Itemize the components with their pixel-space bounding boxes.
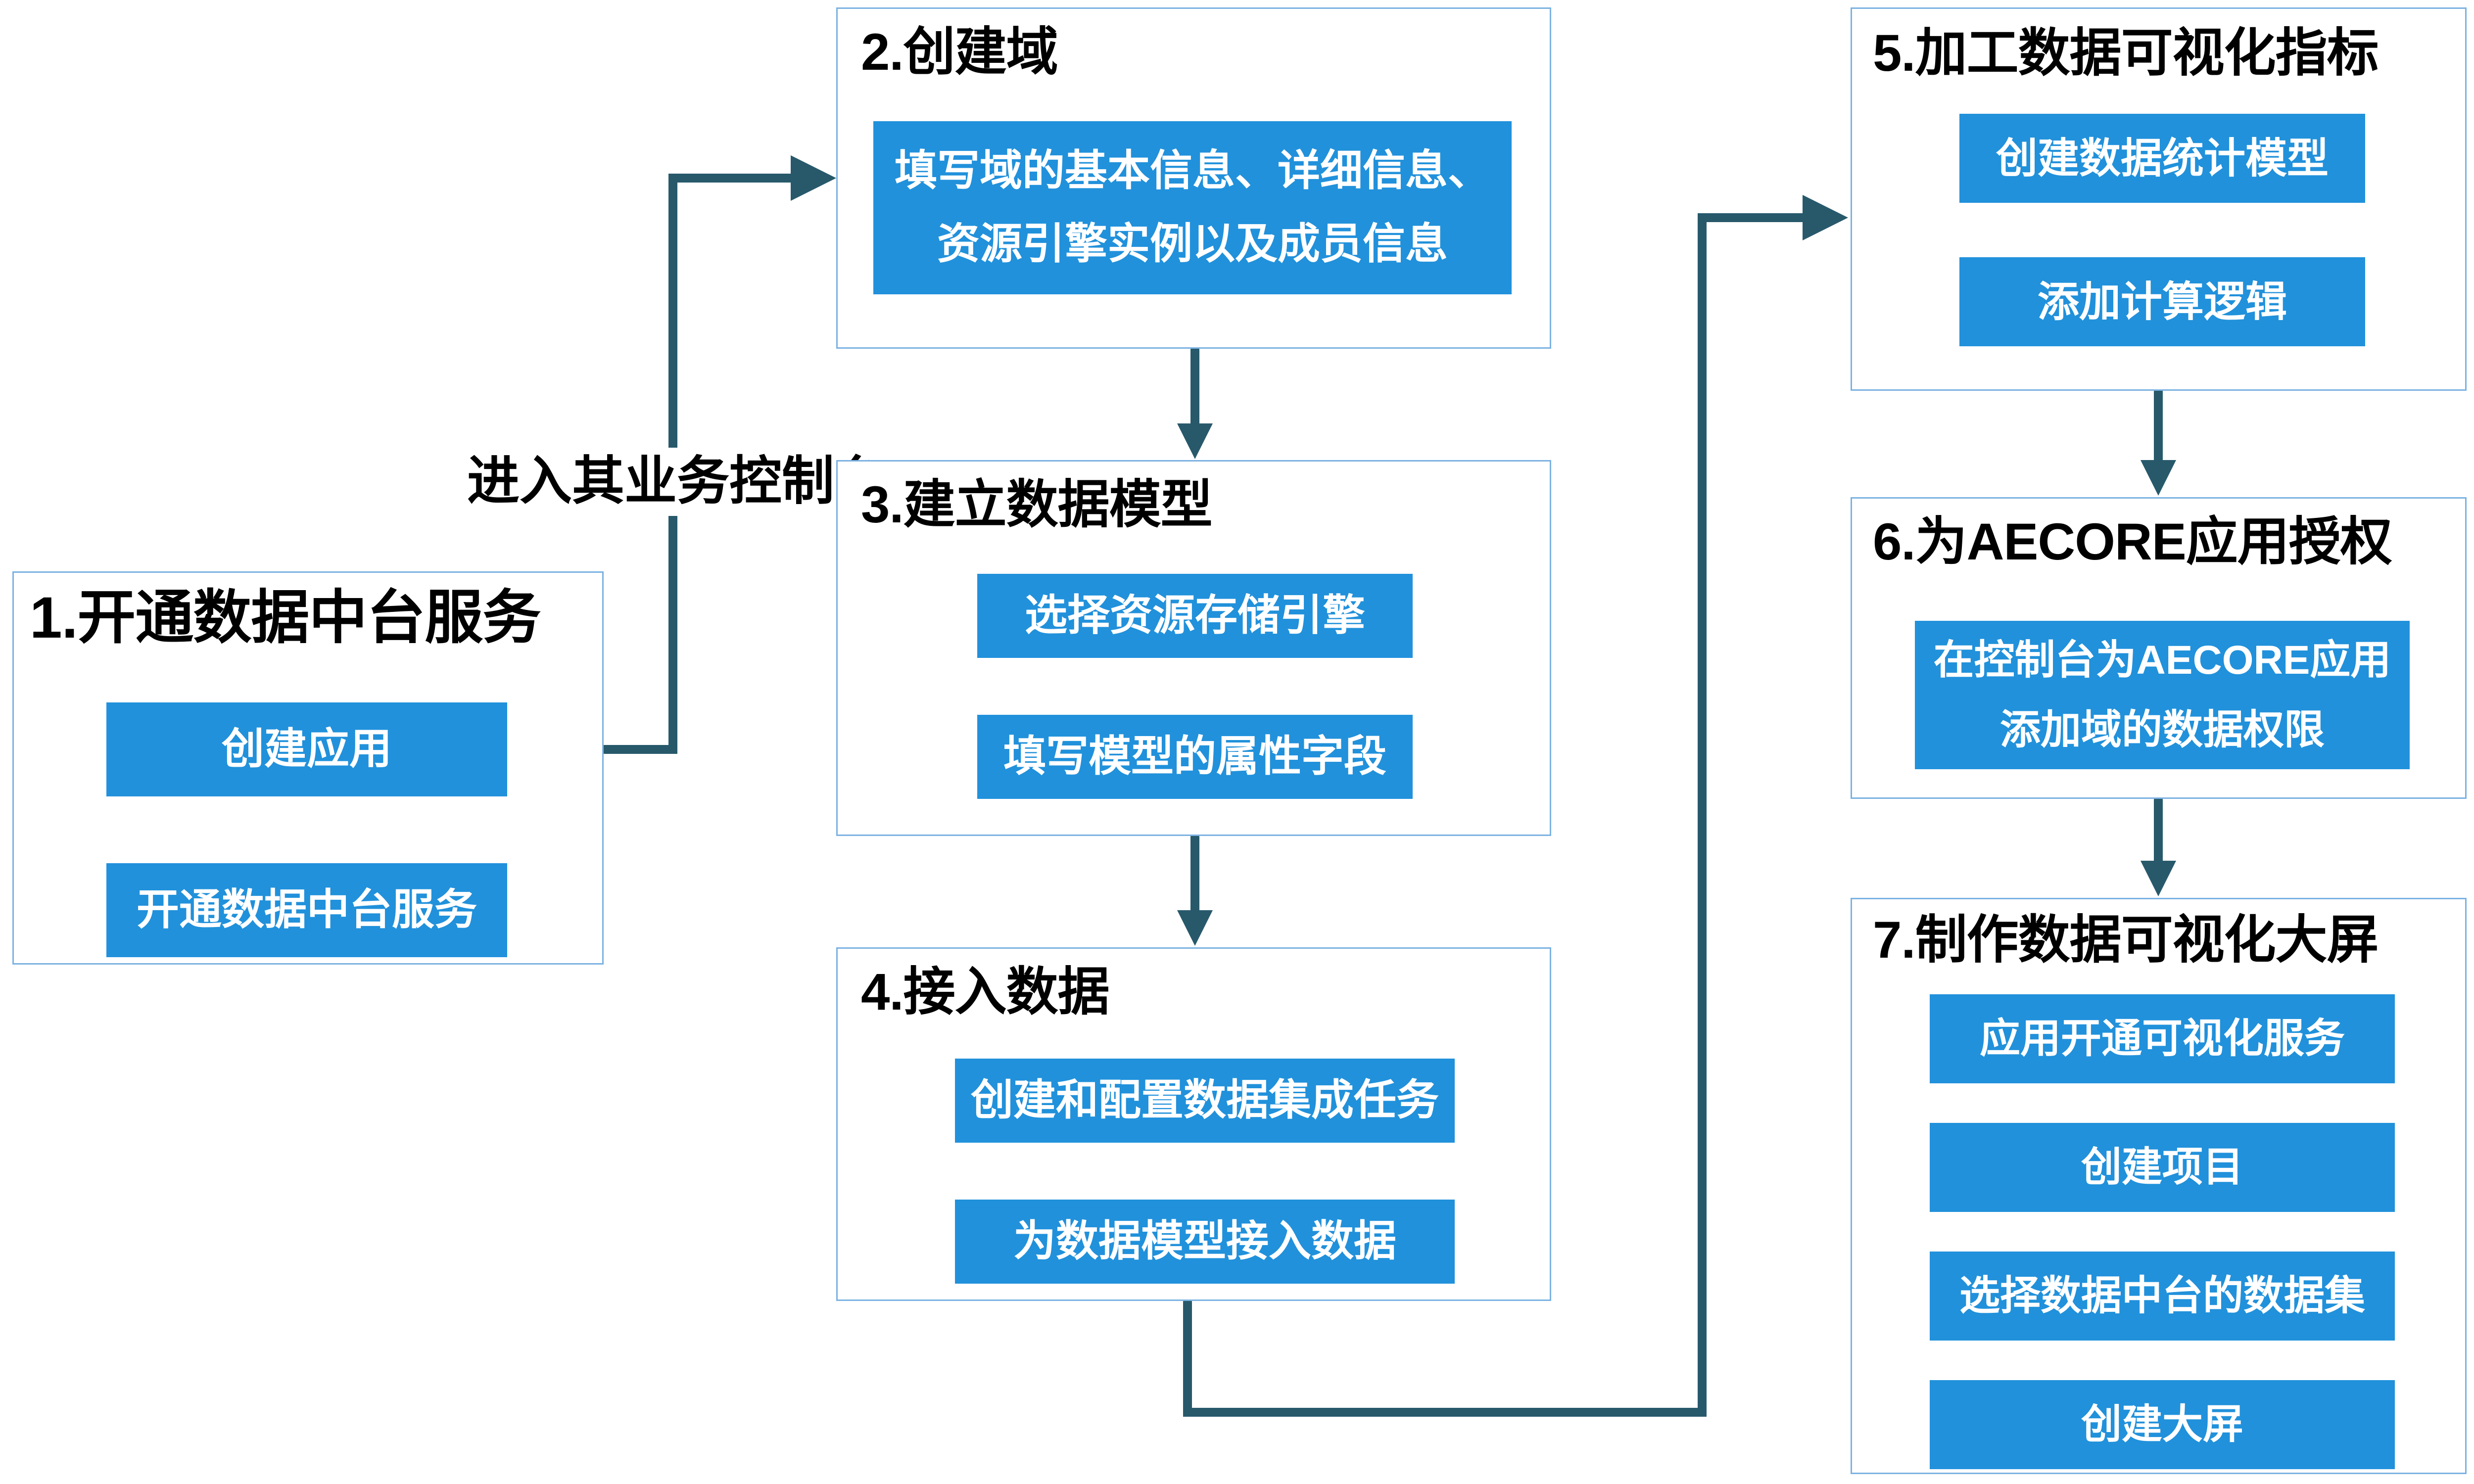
arrowhead-step3-step4 (1177, 910, 1213, 946)
arrowhead-step1-step2 (791, 155, 836, 201)
panel-step4-title: 4.接入数据 (861, 963, 1110, 1021)
step-box-fill-domain-info: 填写域的基本信息、详细信息、 资源引擎实例以及成员信息 (873, 121, 1512, 294)
panel-step2-title: 2.创建域 (861, 23, 1058, 81)
panel-step6-title: 6.为AECORE应用授权 (1873, 513, 2392, 571)
step-box-fill-model-fields: 填写模型的属性字段 (977, 715, 1413, 799)
arrowhead-step4-step5 (1803, 195, 1848, 240)
arrowhead-step2-step3 (1177, 423, 1213, 459)
step-box-activate-viz-service: 应用开通可视化服务 (1930, 994, 2395, 1083)
arrowhead-step5-step6 (2141, 460, 2176, 496)
panel-step3-title: 3.建立数据模型 (861, 476, 1213, 534)
step-box-grant-domain-permission: 在控制台为AECORE应用 添加域的数据权限 (1915, 621, 2410, 769)
panel-step5-title: 5.加工数据可视化指标 (1873, 24, 2379, 82)
step-box-create-stat-model: 创建数据统计模型 (1959, 114, 2365, 203)
step-box-add-calc-logic: 添加计算逻辑 (1959, 257, 2365, 346)
arrowhead-step6-step7 (2141, 861, 2176, 896)
edge-label-enter-console: 进入其业务控制台 (460, 448, 894, 516)
step-box-create-project: 创建项目 (1930, 1123, 2395, 1212)
step-box-create-app: 创建应用 (106, 702, 507, 796)
step-box-create-integration-task: 创建和配置数据集成任务 (955, 1059, 1455, 1143)
panel-step1-title: 1.开通数据中台服务 (30, 585, 541, 650)
step-box-select-storage-engine: 选择资源存储引擎 (977, 574, 1413, 658)
step-box-create-big-screen: 创建大屏 (1930, 1380, 2395, 1469)
panel-step7-title: 7.制作数据可视化大屏 (1873, 911, 2379, 969)
step-box-ingest-data-to-model: 为数据模型接入数据 (955, 1200, 1455, 1284)
step-box-activate-data-mid-end: 开通数据中台服务 (106, 863, 507, 957)
step-box-select-dataset: 选择数据中台的数据集 (1930, 1252, 2395, 1341)
